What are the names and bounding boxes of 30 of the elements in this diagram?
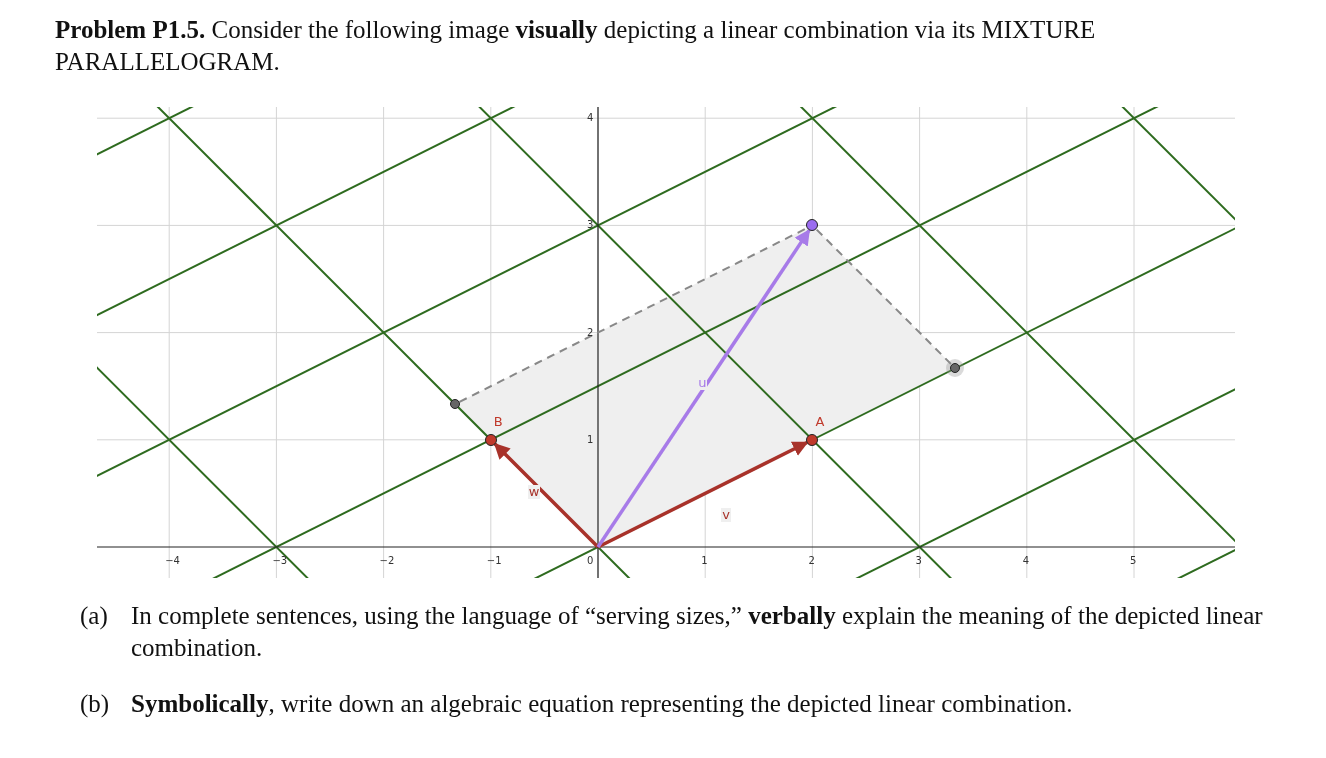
paragraph: Symbolically, write down an algebraic equation representing the depicted linear combination. <box>131 689 1074 719</box>
edge-label: w <box>527 485 541 500</box>
point-marker <box>950 363 961 374</box>
tick-label: 3 <box>915 555 922 567</box>
vector-arrow <box>596 229 811 548</box>
tick-label: −1 <box>486 555 502 567</box>
tick-label: 1 <box>587 433 594 446</box>
tick-label: 2 <box>808 555 815 567</box>
tick-label: 2 <box>587 326 594 339</box>
point-marker <box>806 219 819 232</box>
paragraph: In complete sentences, using the language of “serving sizes,” verbally explain the meaning of the depicted linear combination. <box>131 601 1264 663</box>
vector-arrow <box>597 440 809 549</box>
point-label: B <box>493 414 503 429</box>
paragraph: Problem P1.5. Consider the following image visually depicting a linear combination via its MIXTURE PARALLELOGRAM. <box>55 15 1097 77</box>
tick-label: −3 <box>272 555 288 567</box>
tick-label: 1 <box>701 555 708 567</box>
point-label: A <box>815 414 825 429</box>
vector-arrow <box>493 442 600 549</box>
tick-label: 0 <box>587 555 594 567</box>
tick-label: 4 <box>1022 555 1030 567</box>
point-marker <box>450 399 461 410</box>
item-marker: (a) <box>80 601 109 632</box>
tick-label: 5 <box>1130 555 1137 567</box>
tick-label: 4 <box>587 112 594 125</box>
item-marker: (b) <box>80 689 111 720</box>
tick-label: 3 <box>587 219 594 232</box>
dashed-line <box>815 228 953 366</box>
edge-label: v <box>721 508 731 523</box>
tick-label: −2 <box>379 555 395 567</box>
tick-label: −4 <box>165 555 180 567</box>
